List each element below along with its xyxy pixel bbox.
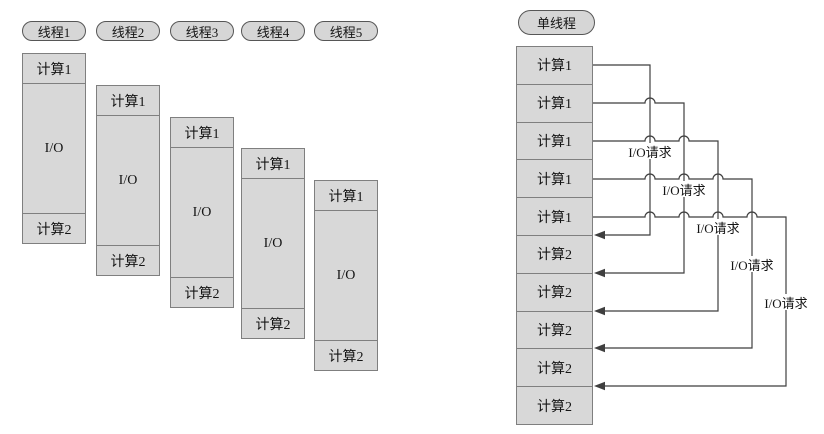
- arrowhead-icon: [594, 230, 605, 240]
- thread4-pill: 线程4: [241, 21, 305, 41]
- io-block: I/O: [96, 115, 160, 246]
- thread5-timeline: 计算1 I/O 计算2: [314, 180, 378, 371]
- io-arrow-line-2: [593, 97, 685, 274]
- thread1-timeline: 计算1 I/O 计算2: [22, 53, 86, 244]
- io-request-label: I/O请求: [689, 219, 747, 236]
- compute1-block: 计算1: [241, 148, 305, 179]
- io-arrow-line-4: [593, 173, 753, 349]
- compute1-block: 计算1: [170, 117, 234, 148]
- single-thread-stack: 计算1 计算1 计算1 计算1 计算1 计算2 计算2 计算2 计算2 计算2: [516, 46, 593, 425]
- compute2-block: 计算2: [314, 340, 378, 371]
- compute2-box: 计算2: [516, 348, 593, 388]
- compute1-box: 计算1: [516, 159, 593, 199]
- compute2-block: 计算2: [170, 277, 234, 308]
- thread3-timeline: 计算1 I/O 计算2: [170, 117, 234, 308]
- thread2-pill: 线程2: [96, 21, 160, 41]
- compute2-box: 计算2: [516, 272, 593, 312]
- io-arrow-line-5: [593, 211, 787, 387]
- thread3-pill: 线程3: [170, 21, 234, 41]
- thread5-pill: 线程5: [314, 21, 378, 41]
- io-request-label: I/O请求: [723, 256, 781, 273]
- compute2-block: 计算2: [96, 245, 160, 276]
- compute2-block: 计算2: [241, 308, 305, 339]
- arrowhead-icon: [594, 306, 605, 316]
- compute2-box: 计算2: [516, 386, 593, 425]
- io-request-label: I/O请求: [757, 294, 815, 311]
- compute1-block: 计算1: [96, 85, 160, 116]
- io-arrow-line-3: [593, 135, 719, 312]
- thread4-timeline: 计算1 I/O 计算2: [241, 148, 305, 339]
- arrowhead-icon: [594, 268, 605, 278]
- single-thread-pill: 单线程: [518, 10, 595, 35]
- io-request-label: I/O请求: [621, 143, 679, 160]
- compute1-block: 计算1: [22, 53, 86, 84]
- io-request-label: I/O请求: [655, 181, 713, 198]
- compute1-block: 计算1: [314, 180, 378, 211]
- arrowhead-icon: [594, 381, 605, 391]
- io-block: I/O: [22, 83, 86, 214]
- arrowhead-icon: [594, 343, 605, 353]
- compute2-block: 计算2: [22, 213, 86, 244]
- compute1-box: 计算1: [516, 121, 593, 161]
- io-block: I/O: [314, 210, 378, 341]
- io-block: I/O: [241, 178, 305, 309]
- thread2-timeline: 计算1 I/O 计算2: [96, 85, 160, 276]
- thread1-pill: 线程1: [22, 21, 86, 41]
- io-block: I/O: [170, 147, 234, 278]
